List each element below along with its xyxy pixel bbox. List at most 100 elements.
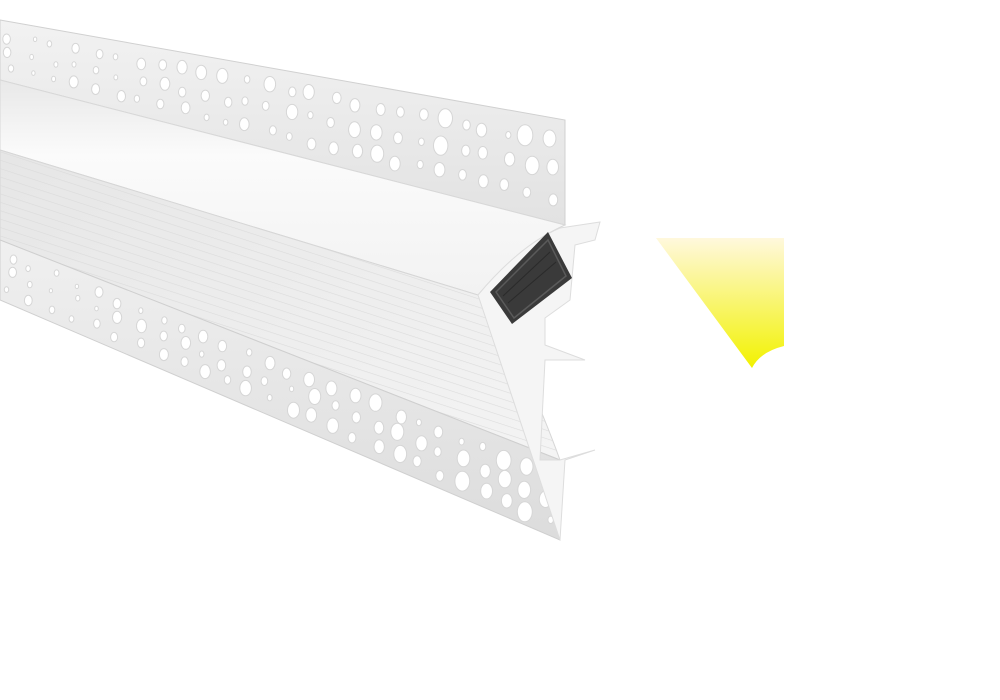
- perforation-hole: [51, 75, 57, 83]
- perforation-hole: [418, 137, 425, 147]
- perforation-hole: [158, 59, 168, 71]
- perforation-hole: [224, 96, 233, 108]
- perforation-hole: [68, 75, 79, 89]
- perforation-hole: [328, 141, 339, 156]
- perforation-hole: [331, 400, 340, 411]
- perforation-hole: [396, 106, 405, 118]
- perforation-hole: [546, 158, 560, 176]
- perforation-hole: [112, 297, 122, 310]
- perforation-hole: [91, 83, 101, 95]
- perforation-hole: [285, 132, 293, 141]
- perforation-hole: [3, 286, 10, 294]
- perforation-hole: [281, 367, 292, 380]
- perforation-hole: [415, 418, 422, 427]
- perforation-hole: [242, 365, 252, 379]
- perforation-hole: [239, 117, 250, 132]
- top-flange-perforations: [2, 33, 560, 207]
- perforation-hole: [499, 178, 510, 192]
- perforation-hole: [113, 74, 119, 81]
- perforation-hole: [519, 457, 534, 476]
- perforation-hole: [478, 174, 489, 189]
- perforation-hole: [516, 124, 534, 147]
- perforation-hole: [268, 125, 277, 136]
- perforation-hole: [308, 388, 322, 405]
- perforation-hole: [74, 283, 80, 290]
- perforation-hole: [433, 446, 442, 458]
- perforation-hole: [287, 401, 300, 419]
- perforation-hole: [180, 336, 192, 350]
- perforation-hole: [332, 91, 342, 105]
- perforation-hole: [479, 441, 487, 452]
- perforation-hole: [416, 159, 424, 170]
- perforation-hole: [246, 348, 253, 357]
- perforation-hole: [458, 169, 467, 181]
- perforation-hole: [390, 422, 405, 441]
- perforation-hole: [456, 449, 471, 468]
- perforation-hole: [9, 254, 18, 265]
- perforation-hole: [217, 339, 228, 353]
- perforation-hole: [216, 359, 227, 372]
- perforation-hole: [412, 455, 422, 468]
- perforation-hole: [112, 310, 123, 324]
- perforation-hole: [263, 76, 277, 93]
- perforation-hole: [435, 470, 445, 482]
- perforation-hole: [326, 417, 340, 434]
- perforation-hole: [178, 86, 187, 98]
- perforation-hole: [289, 385, 295, 393]
- perforation-hole: [159, 330, 168, 342]
- perforation-hole: [197, 329, 209, 344]
- perforation-hole: [433, 135, 449, 156]
- perforation-hole: [419, 108, 429, 121]
- perforation-hole: [243, 75, 251, 84]
- perforation-hole: [136, 57, 147, 71]
- perforation-hole: [180, 101, 191, 115]
- perforation-hole: [241, 96, 249, 106]
- perforation-hole: [393, 444, 408, 464]
- perforation-hole: [7, 64, 15, 73]
- perforation-hole: [326, 117, 335, 128]
- perforation-hole: [548, 193, 559, 207]
- bottom-flange-perforations: [3, 254, 555, 524]
- perforation-hole: [180, 356, 189, 368]
- perforation-hole: [264, 355, 276, 371]
- perforation-hole: [462, 119, 471, 131]
- perforation-hole: [368, 393, 383, 412]
- perforation-hole: [505, 131, 512, 139]
- perforation-hole: [479, 463, 491, 479]
- perforation-hole: [433, 162, 446, 178]
- perforation-hole: [31, 70, 36, 76]
- perforation-hole: [2, 33, 11, 45]
- perforation-hole: [480, 482, 494, 500]
- perforation-hole: [370, 144, 385, 163]
- perforation-hole: [176, 59, 188, 75]
- perforation-hole: [307, 111, 314, 120]
- perforation-hole: [32, 36, 38, 43]
- perforation-hole: [437, 108, 453, 129]
- perforation-hole: [159, 76, 171, 91]
- perforation-hole: [388, 155, 401, 172]
- perforation-hole: [503, 151, 516, 167]
- perforation-hole: [351, 411, 361, 424]
- perforation-hole: [433, 425, 444, 439]
- perforation-hole: [373, 439, 385, 455]
- perforation-hole: [68, 315, 75, 323]
- perforation-hole: [239, 379, 252, 397]
- perforation-hole: [288, 86, 297, 98]
- perforation-hole: [222, 118, 229, 126]
- perforation-hole: [48, 305, 56, 315]
- perforation-hole: [393, 131, 403, 145]
- perforation-hole: [133, 94, 141, 103]
- perforation-hole: [349, 98, 361, 113]
- perforation-hole: [522, 186, 532, 198]
- perforation-hole: [370, 124, 383, 141]
- perforation-hole: [92, 66, 100, 75]
- perforation-hole: [266, 394, 273, 402]
- perforation-hole: [477, 146, 488, 160]
- light-beam: [656, 238, 784, 368]
- perforation-hole: [48, 288, 54, 294]
- perforation-hole: [93, 318, 101, 329]
- perforation-hole: [110, 331, 119, 343]
- perforation-hole: [26, 280, 33, 289]
- perforation-hole: [136, 318, 147, 334]
- perforation-hole: [458, 437, 465, 446]
